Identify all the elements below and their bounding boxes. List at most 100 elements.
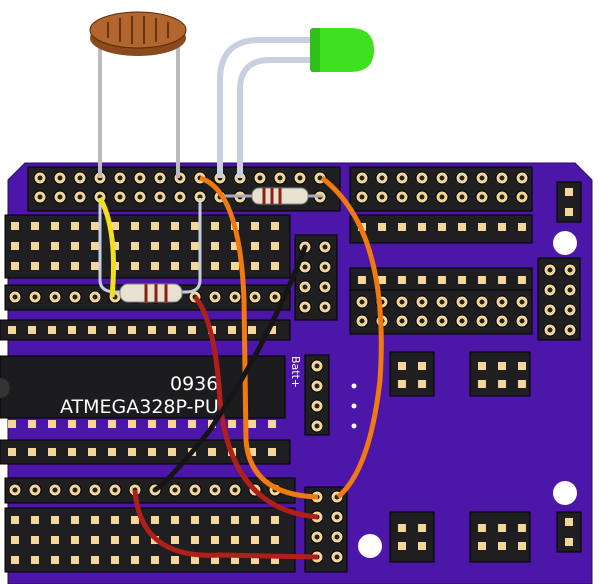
socket-pad [91, 242, 99, 250]
socket-pad [28, 326, 36, 334]
socket-pad [8, 448, 16, 456]
pin-hole [439, 175, 445, 181]
socket-pad [378, 276, 386, 284]
mounting-hole [553, 231, 577, 255]
pin-hole [439, 318, 445, 324]
pin-hole [479, 194, 485, 200]
socket-pad [268, 448, 276, 456]
pin-hole [334, 514, 340, 520]
socket-pad [211, 242, 219, 250]
socket-pad [518, 276, 526, 284]
socket-pad [398, 223, 406, 231]
socket-pad [458, 276, 466, 284]
socket-pad [11, 242, 19, 250]
pin-hole [137, 194, 143, 200]
socket-pad [565, 518, 573, 526]
socket-pad [131, 242, 139, 250]
socket-pad [518, 362, 526, 370]
pin-hole [72, 294, 78, 300]
pin-hole [379, 194, 385, 200]
socket-pad [151, 516, 159, 524]
pin-hole [547, 267, 553, 273]
socket-pad [191, 222, 199, 230]
socket-pad [151, 242, 159, 250]
socket-pad [271, 556, 279, 564]
pin-hole [399, 175, 405, 181]
wire-red [193, 295, 319, 520]
socket-pad [478, 524, 486, 532]
socket-pad [191, 242, 199, 250]
mounting-hole [553, 481, 577, 505]
socket-pad [171, 556, 179, 564]
pin-hole [519, 318, 525, 324]
socket-pad [251, 262, 259, 270]
socket-pad [131, 262, 139, 270]
socket-pad [71, 516, 79, 524]
pin-hole [257, 175, 263, 181]
pin-hole [314, 363, 320, 369]
pin-hole [57, 194, 63, 200]
socket-pad [251, 556, 259, 564]
socket-pad [211, 222, 219, 230]
socket-pad [498, 223, 506, 231]
socket-pad [28, 420, 36, 428]
pin-hole [117, 175, 123, 181]
socket-pad [151, 222, 159, 230]
socket-pad [418, 524, 426, 532]
socket-pad [151, 556, 159, 564]
pin-hole [52, 487, 58, 493]
pin-hole [314, 383, 320, 389]
socket-pad [211, 556, 219, 564]
pin-hole [32, 487, 38, 493]
pin-hole [252, 294, 258, 300]
socket-pad [518, 542, 526, 550]
resistor [119, 283, 183, 303]
socket-pad [88, 326, 96, 334]
pin-hole [117, 194, 123, 200]
socket-pad [268, 326, 276, 334]
pin-hole [479, 175, 485, 181]
pin-hole [459, 194, 465, 200]
pin-hole [334, 554, 340, 560]
socket-pad [208, 448, 216, 456]
socket-pad [168, 326, 176, 334]
socket-pad [71, 556, 79, 564]
socket-pad [51, 262, 59, 270]
socket-pad [231, 536, 239, 544]
socket-pad [88, 448, 96, 456]
socket-pad [418, 542, 426, 550]
socket-pad [271, 536, 279, 544]
green-led [217, 28, 374, 178]
socket-pad [478, 362, 486, 370]
socket-pad [148, 326, 156, 334]
pin-hole [439, 299, 445, 305]
jumper-wire-yellow [97, 196, 116, 298]
pin-hole [399, 299, 405, 305]
pin-hole [359, 299, 365, 305]
socket-pad [71, 262, 79, 270]
pin-hole [567, 327, 573, 333]
pin-hole [439, 194, 445, 200]
pin-hole [92, 294, 98, 300]
header-block [469, 351, 531, 397]
socket-pad [398, 524, 406, 532]
pin-hole [277, 175, 283, 181]
wire-black [153, 246, 308, 493]
pin-hole [302, 284, 308, 290]
pin-hole [157, 175, 163, 181]
pin-hole [499, 175, 505, 181]
header-block [4, 214, 291, 279]
chip-part-number: ATMEGA328P-PU [60, 396, 219, 418]
socket-pad [108, 448, 116, 456]
socket-pad [191, 262, 199, 270]
pin-hole [314, 423, 320, 429]
socket-pad [418, 276, 426, 284]
pin-hole [567, 267, 573, 273]
socket-pad [48, 326, 56, 334]
socket-pad [51, 556, 59, 564]
socket-pad [378, 223, 386, 231]
socket-pad [438, 276, 446, 284]
socket-pad [498, 380, 506, 388]
socket-pad [28, 448, 36, 456]
socket-pad [148, 448, 156, 456]
